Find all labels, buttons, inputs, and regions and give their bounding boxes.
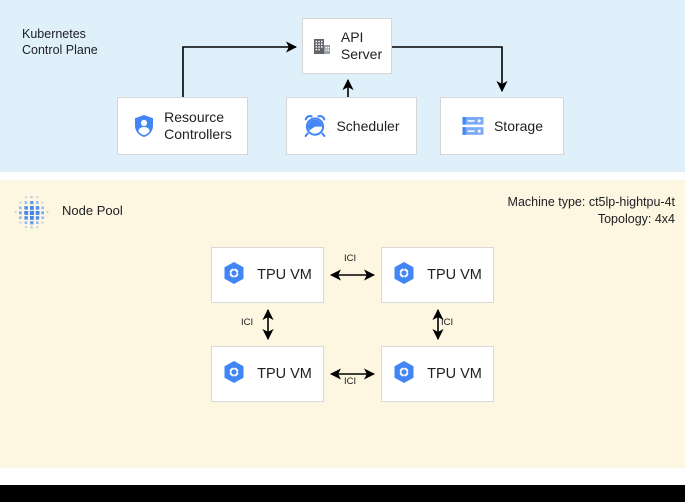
node-cluster-dots-icon [14, 193, 52, 231]
storage-label: Storage [493, 117, 544, 134]
tpu-vm-label: TPU VM [427, 366, 482, 382]
tpu-vm-box[interactable]: TPU VM [381, 346, 494, 402]
tpu-vm-label: TPU VM [257, 366, 312, 382]
api-server-box[interactable]: API Server [302, 18, 392, 74]
ici-link-label: ICI [241, 317, 254, 328]
ici-link-label: ICI [441, 317, 454, 328]
ici-link-label: ICI [344, 376, 357, 387]
alarm-clock-icon [303, 114, 327, 138]
node-pool-label: Node Pool [62, 203, 123, 218]
control-plane-label: Kubernetes Control Plane [22, 27, 98, 57]
tpu-vm-box[interactable]: TPU VM [211, 247, 324, 303]
tpu-hexagon-icon [223, 261, 245, 290]
topology-text: Topology: 4x4 [597, 212, 675, 226]
scheduler-label: Scheduler [336, 117, 400, 134]
office-building-icon [312, 36, 332, 56]
api-server-label: API Server [340, 29, 383, 62]
tpu-hexagon-icon [393, 261, 415, 290]
ici-link-label: ICI [344, 253, 357, 264]
tpu-hexagon-icon [223, 360, 245, 389]
machine-type-text: Machine type: ct5lp-hightpu-4t [507, 195, 675, 209]
machine-info: Machine type: ct5lp-hightpu-4t Topology:… [508, 194, 675, 228]
bottom-bar [0, 485, 685, 502]
resource-controllers-label: Resource Controllers [164, 109, 232, 142]
tpu-vm-label: TPU VM [257, 267, 312, 283]
shield-user-icon [133, 114, 155, 138]
server-storage-icon [461, 115, 485, 137]
resource-controllers-box[interactable]: Resource Controllers [117, 97, 248, 155]
node-pool-panel [0, 180, 685, 468]
storage-box[interactable]: Storage [440, 97, 564, 155]
tpu-hexagon-icon [393, 360, 415, 389]
tpu-vm-box[interactable]: TPU VM [211, 346, 324, 402]
tpu-vm-box[interactable]: TPU VM [381, 247, 494, 303]
scheduler-box[interactable]: Scheduler [286, 97, 417, 155]
tpu-vm-label: TPU VM [427, 267, 482, 283]
